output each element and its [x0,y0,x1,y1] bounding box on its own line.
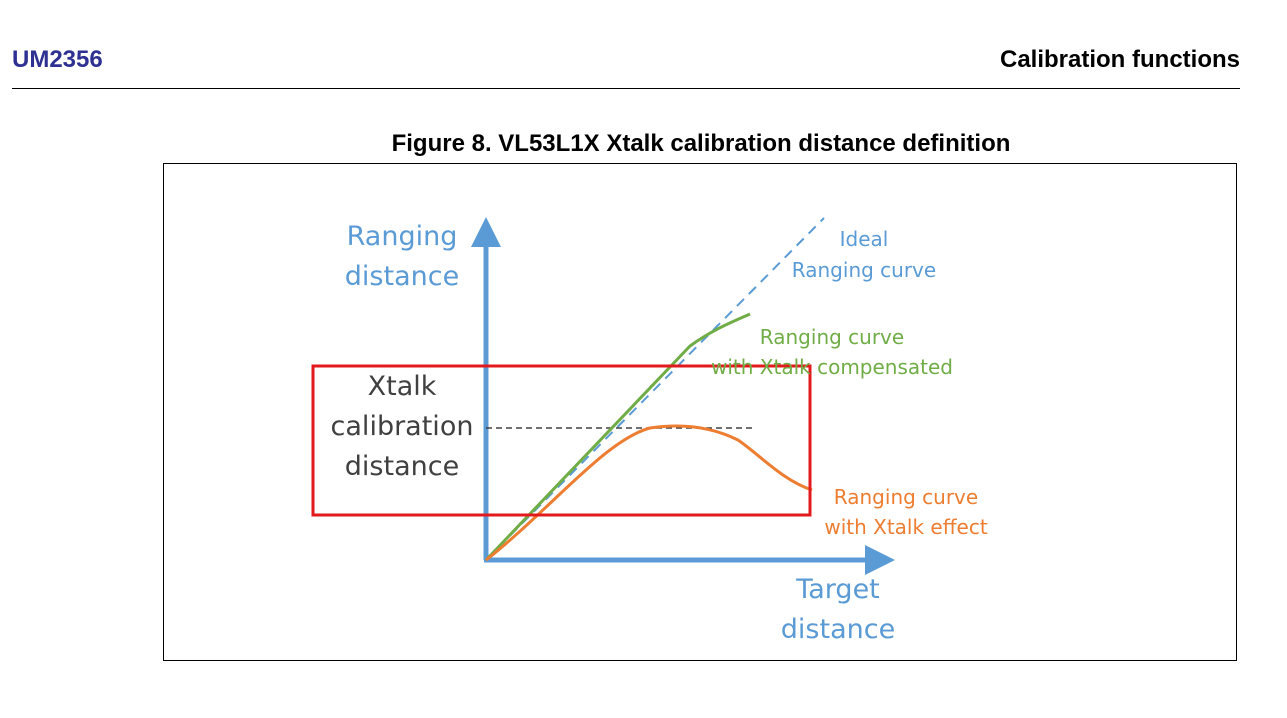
x-axis-label-line2: distance [781,614,895,645]
compensated-curve-label-line2: with Xtalk compensated [711,355,953,379]
ideal-curve-label-line1: Ideal [840,227,889,251]
box-label-line2: calibration [331,411,474,442]
x-axis-label-line1: Target [795,574,880,605]
section-title: Calibration functions [1000,46,1240,73]
figure-caption: Figure 8. VL53L1X Xtalk calibration dist… [391,130,1011,157]
xtalk-calibration-box [311,364,812,517]
figure-frame [163,163,1237,661]
y-axis-label-line1: Ranging [347,221,458,252]
box-label-line3: distance [345,451,459,482]
document-id: UM2356 [12,46,103,73]
compensated-ranging-curve [484,312,751,562]
effect-curve-label-line1: Ranging curve [834,485,978,509]
ideal-curve-label-line2: Ranging curve [792,258,936,282]
effect-curve-label-line2: with Xtalk effect [824,515,987,539]
box-label-line1: Xtalk [368,371,437,402]
header-rule [12,88,1240,89]
ideal-ranging-curve [485,217,825,561]
xtalk-effect-ranging-curve [485,424,813,562]
compensated-curve-label-line1: Ranging curve [760,325,904,349]
y-axis-label-line2: distance [345,261,459,292]
